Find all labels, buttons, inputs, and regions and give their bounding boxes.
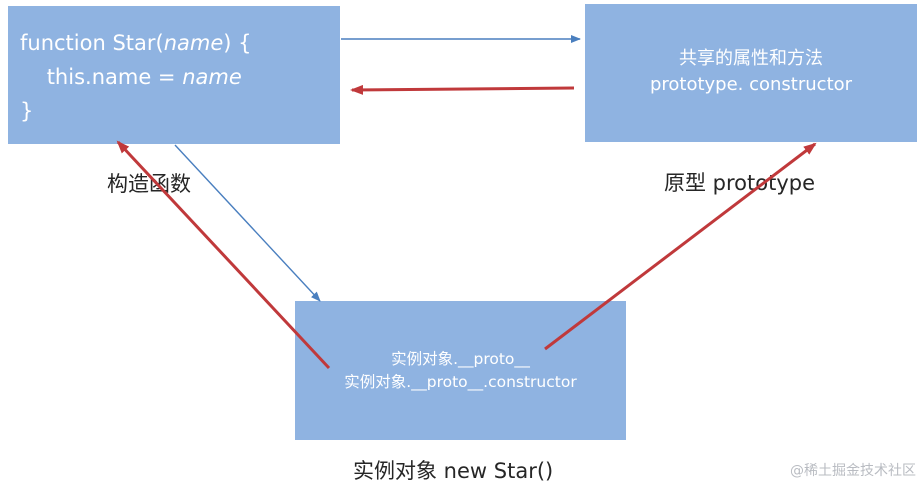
prototype-box: 共享的属性和方法 prototype. constructor <box>585 4 917 142</box>
arrow-prototype-to-constructor <box>350 84 575 95</box>
arrow-instance-to-constructor <box>116 140 331 370</box>
instance-text: 实例对象.__proto__ 实例对象.__proto__.constructo… <box>295 348 626 394</box>
instance-object-box: 实例对象.__proto__ 实例对象.__proto__.constructo… <box>295 301 626 440</box>
prototype-line2: prototype. constructor <box>649 74 853 95</box>
code-line2-pre: this.name = <box>20 65 183 89</box>
instance-line1: 实例对象.__proto__ <box>391 350 530 368</box>
constructor-function-box: function Star(name) { this.name = name } <box>8 6 340 144</box>
code-line2-param: name <box>182 65 242 89</box>
instance-caption: 实例对象 new Star() <box>353 459 554 483</box>
code-line1-post: ) { <box>223 31 252 55</box>
arrow-constructor-to-instance <box>174 144 321 302</box>
watermark: @稀土掘金技术社区 <box>790 463 916 479</box>
code-line3: } <box>20 99 34 123</box>
code-line1-param: name <box>163 31 224 55</box>
instance-line2: 实例对象.__proto__.constructor <box>344 373 577 391</box>
prototype-text: 共享的属性和方法 prototype. constructor <box>585 46 917 98</box>
code-line1-pre: function Star( <box>20 31 164 55</box>
constructor-code: function Star(name) { this.name = name } <box>20 26 252 128</box>
arrow-instance-to-prototype <box>544 142 817 351</box>
prototype-line1: 共享的属性和方法 <box>679 48 823 69</box>
prototype-caption: 原型 prototype <box>664 171 816 195</box>
